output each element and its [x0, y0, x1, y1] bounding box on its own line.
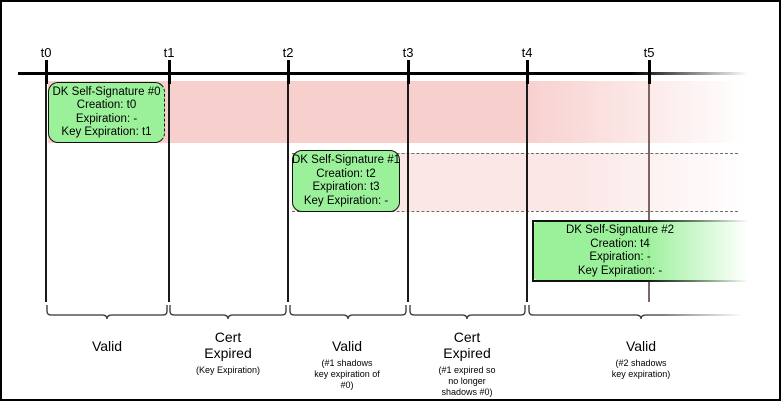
axis-tick-label-t4: t4 [521, 45, 533, 60]
axis-tick-t0 [45, 60, 48, 84]
segment-label-valid-t4-onward: Valid (#2 shadows key expiration) [566, 338, 716, 380]
validity-band-signature-1-top-edge [292, 153, 738, 154]
signature-2-key-expiration: Key Expiration: - [577, 264, 663, 277]
timeline-axis [18, 72, 748, 75]
signature-1-creation: Creation: t2 [316, 167, 376, 180]
signature-0-expiration: Expiration: - [75, 112, 138, 125]
signature-1-key-expiration: Key Expiration: - [303, 194, 389, 207]
signature-box-2[interactable]: DK Self-Signature #2 Creation: t4 Expira… [532, 220, 748, 282]
segment-note-valid-t2-t3: (#1 shadows key expiration of #0) [314, 358, 380, 390]
signature-2-creation: Creation: t4 [590, 237, 650, 250]
axis-tick-label-t3: t3 [402, 45, 414, 60]
segment-note-valid-t4-onward: (#2 shadows key expiration) [611, 358, 671, 379]
validity-band-signature-1-bottom-edge [292, 211, 738, 212]
axis-tick-t4 [526, 60, 529, 84]
brace-segment-cert-expired-t1-t2 [169, 304, 287, 320]
signature-box-0[interactable]: DK Self-Signature #0 Creation: t0 Expira… [48, 82, 165, 143]
signature-0-title: DK Self-Signature #0 [52, 85, 161, 98]
brace-segment-valid-t0-t1 [46, 304, 168, 320]
signature-box-2-fill [532, 220, 748, 282]
boundary-rule-t3 [407, 72, 409, 302]
signature-box-2-border-bottom [532, 280, 748, 282]
segment-title-valid-t4-onward: Valid [625, 338, 657, 354]
boundary-rule-t4 [526, 72, 528, 302]
boundary-rule-t2 [287, 72, 289, 302]
axis-tick-t2 [287, 60, 290, 84]
signature-2-title: DK Self-Signature #2 [565, 224, 675, 236]
segment-title-cert-expired-t1-t2: Cert Expired [204, 329, 252, 361]
signature-2-expiration: Expiration: - [589, 251, 651, 263]
axis-tick-label-t5: t5 [643, 45, 655, 60]
axis-tick-label-t0: t0 [40, 45, 52, 60]
boundary-rule-t0 [45, 72, 47, 302]
segment-note-cert-expired-t1-t2: (Key Expiration) [195, 365, 261, 375]
axis-tick-t3 [407, 60, 410, 84]
segment-label-cert-expired-t3-t4: Cert Expired (#1 expired so no longer sh… [402, 329, 532, 398]
signature-box-1[interactable]: DK Self-Signature #1 Creation: t2 Expira… [292, 150, 400, 212]
signature-box-2-border-top [532, 220, 748, 222]
boundary-rule-t5 [648, 72, 650, 302]
segment-title-valid-t0-t1: Valid [91, 338, 123, 354]
segment-title-valid-t2-t3: Valid [331, 338, 363, 354]
boundary-rule-t1 [168, 72, 170, 302]
brace-segment-valid-t2-t3 [289, 304, 407, 320]
segment-label-cert-expired-t1-t2: Cert Expired (Key Expiration) [163, 329, 293, 376]
axis-tick-label-t1: t1 [163, 45, 175, 60]
segment-label-valid-t2-t3: Valid (#1 shadows key expiration of #0) [282, 338, 412, 391]
segment-title-cert-expired-t3-t4: Cert Expired [443, 329, 491, 361]
axis-tick-t1 [168, 60, 171, 84]
axis-tick-label-t2: t2 [282, 45, 294, 60]
signature-box-2-border-left [532, 220, 534, 282]
signature-1-title: DK Self-Signature #1 [291, 154, 401, 166]
signature-box-2-text: DK Self-Signature #2 Creation: t4 Expira… [532, 220, 708, 282]
segment-note-cert-expired-t3-t4: (#1 expired so no longer shadows #0) [438, 365, 496, 397]
axis-tick-t5 [648, 60, 651, 84]
signature-0-creation: Creation: t0 [76, 99, 137, 111]
segment-label-valid-t0-t1: Valid [47, 338, 167, 358]
signature-0-key-expiration: Key Expiration: t1 [61, 126, 152, 138]
signature-1-expiration: Expiration: t3 [312, 181, 380, 193]
brace-segment-cert-expired-t3-t4 [409, 304, 526, 320]
brace-segment-valid-t4-onward [528, 304, 748, 320]
